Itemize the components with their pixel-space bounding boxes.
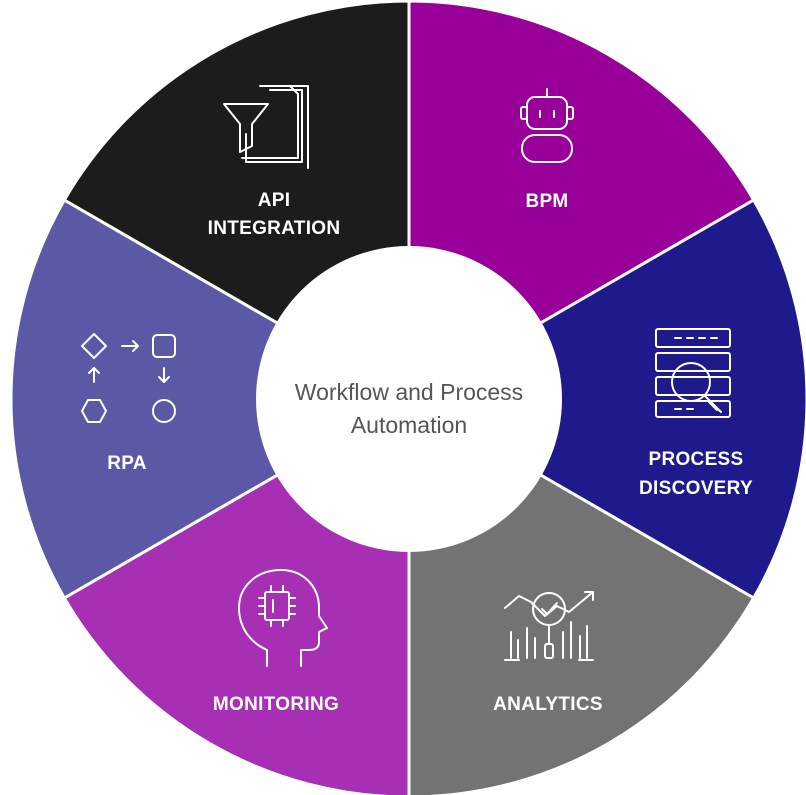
head-chip-icon: [238, 569, 328, 667]
center-title-line-1: Workflow and Process: [295, 379, 523, 405]
segment-label-process-discovery-line-2: DISCOVERY: [639, 478, 753, 499]
robot-icon: [520, 88, 574, 163]
segment-label-monitoring: MONITORING: [213, 694, 339, 715]
segment-label-rpa: RPA: [107, 453, 147, 474]
wheel-segments: [9, 0, 806, 795]
center-circle: [256, 246, 562, 552]
segment-label-bpm: BPM: [525, 191, 568, 212]
filter-documents-icon: [223, 85, 309, 169]
segment-label-process-discovery-line-1: PROCESS: [648, 449, 743, 470]
segment-label-api-integration-line-1: API: [258, 190, 291, 211]
segment-label-api-integration-line-2: INTEGRATION: [208, 218, 341, 239]
segment-label-analytics: ANALYTICS: [493, 694, 603, 715]
flow-shapes-icon: [81, 333, 176, 423]
server-search-icon: [655, 328, 731, 418]
center-title-line-2: Automation: [351, 412, 467, 438]
chart-magnifier-icon: [504, 591, 594, 661]
